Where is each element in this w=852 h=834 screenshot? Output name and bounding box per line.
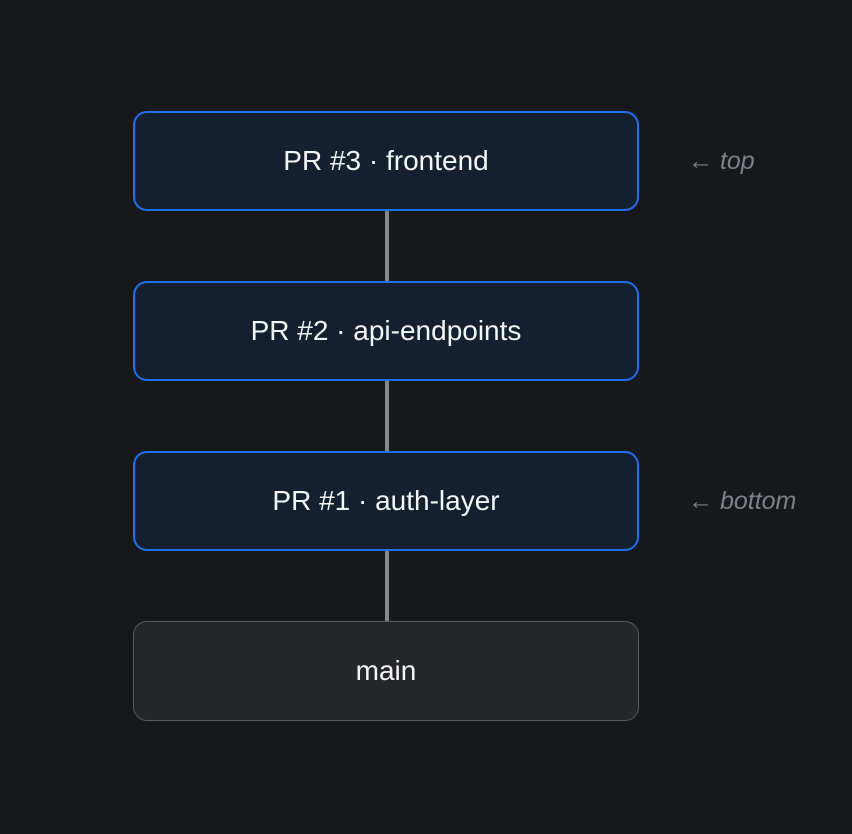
node-pr-2-label: PR #2 · api-endpoints xyxy=(250,315,522,346)
annotation-top: ← top xyxy=(688,111,755,211)
annotation-bottom: ← bottom xyxy=(688,451,796,551)
node-pr-3-label: PR #3 · frontend xyxy=(283,145,489,176)
edge-pr1-main xyxy=(385,548,389,624)
node-pr-1: PR #1 · auth-layer xyxy=(133,451,639,551)
node-main-branch: main xyxy=(133,621,639,721)
node-main-branch-label: main xyxy=(355,655,417,686)
edge-pr3-pr2 xyxy=(385,208,389,284)
node-pr-2: PR #2 · api-endpoints xyxy=(133,281,639,381)
edge-pr2-pr1 xyxy=(385,378,389,454)
node-pr-3: PR #3 · frontend xyxy=(133,111,639,211)
annotation-top-label: ← top xyxy=(688,146,755,175)
node-pr-1-label: PR #1 · auth-layer xyxy=(272,485,500,516)
annotation-bottom-label: ← bottom xyxy=(688,486,797,515)
